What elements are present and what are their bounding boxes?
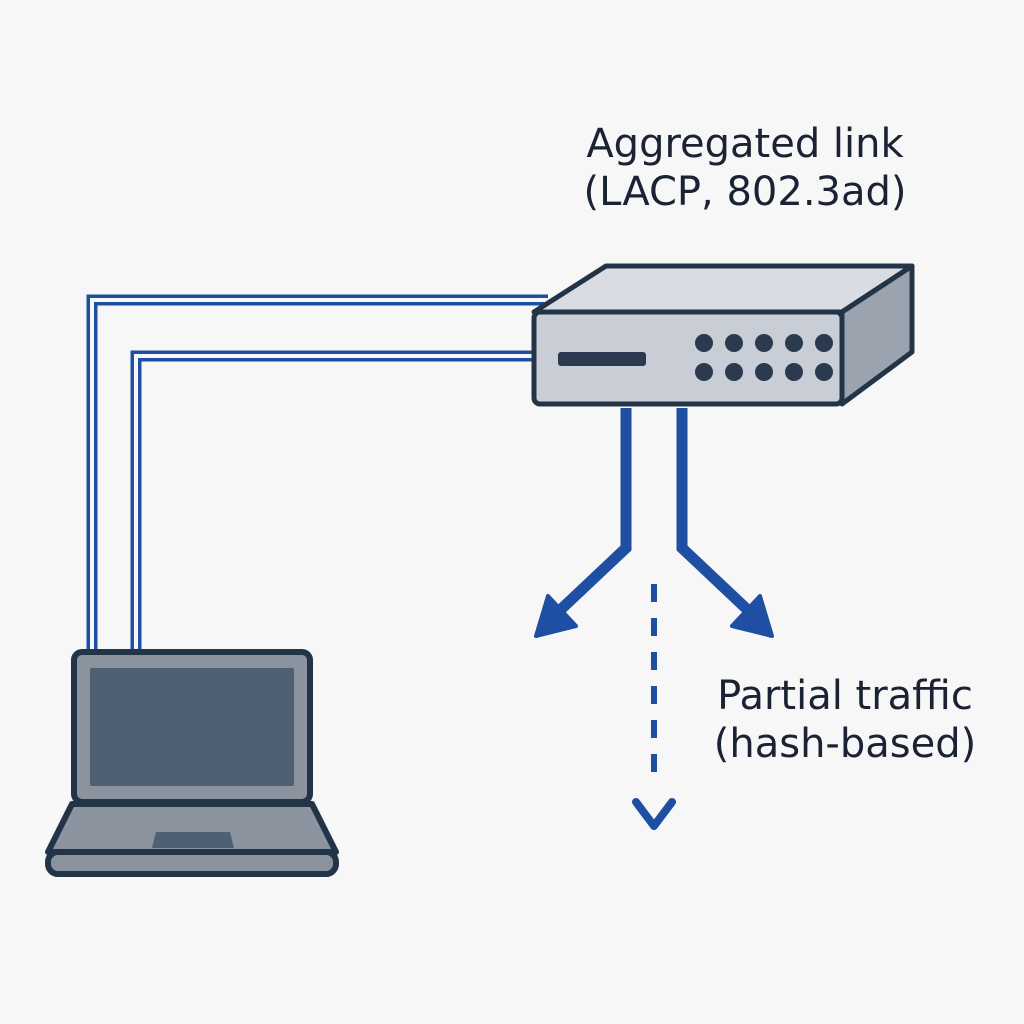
arrow-down-right-icon [730,594,774,638]
laptop-base-front [45,849,339,877]
aggregated-link-label-line2: (LACP, 802.3ad) [583,169,907,215]
laptop-base [45,801,339,855]
switch-port [755,363,773,381]
laptop-icon [45,649,339,877]
switch-port [725,334,743,352]
switch-port [695,363,713,381]
outgoing-links [552,408,756,619]
aggregated-link-cables [86,294,548,652]
switch-port [785,363,803,381]
aggregated-link-label-line1: Aggregated link [586,121,904,167]
cable-inner [130,350,540,652]
switch-port [815,334,833,352]
switch-port [695,334,713,352]
laptop-screen [90,668,294,786]
partial-traffic-label-line2: (hash-based) [713,721,977,767]
switch-port [725,363,743,381]
cable-inner-core [134,354,540,652]
switch-status-slot [558,352,646,366]
laptop-touchpad [152,832,234,848]
partial-traffic-label-line1: Partial traffic [717,673,973,719]
dashed-arrow-down-icon [632,798,676,830]
partial-traffic-label: Partial traffic (hash-based) [680,672,1010,768]
outgoing-link-left [552,408,632,619]
switch-port [785,334,803,352]
arrow-down-left-icon [534,594,578,638]
switch-ports [695,334,833,381]
aggregated-link-label: Aggregated link (LACP, 802.3ad) [540,120,950,216]
network-switch-icon [531,263,915,407]
switch-port [755,334,773,352]
outgoing-link-right [676,408,756,619]
cable-outer-core [90,298,548,652]
switch-port [815,363,833,381]
aggregated-link-cables-inner-white [90,298,548,652]
